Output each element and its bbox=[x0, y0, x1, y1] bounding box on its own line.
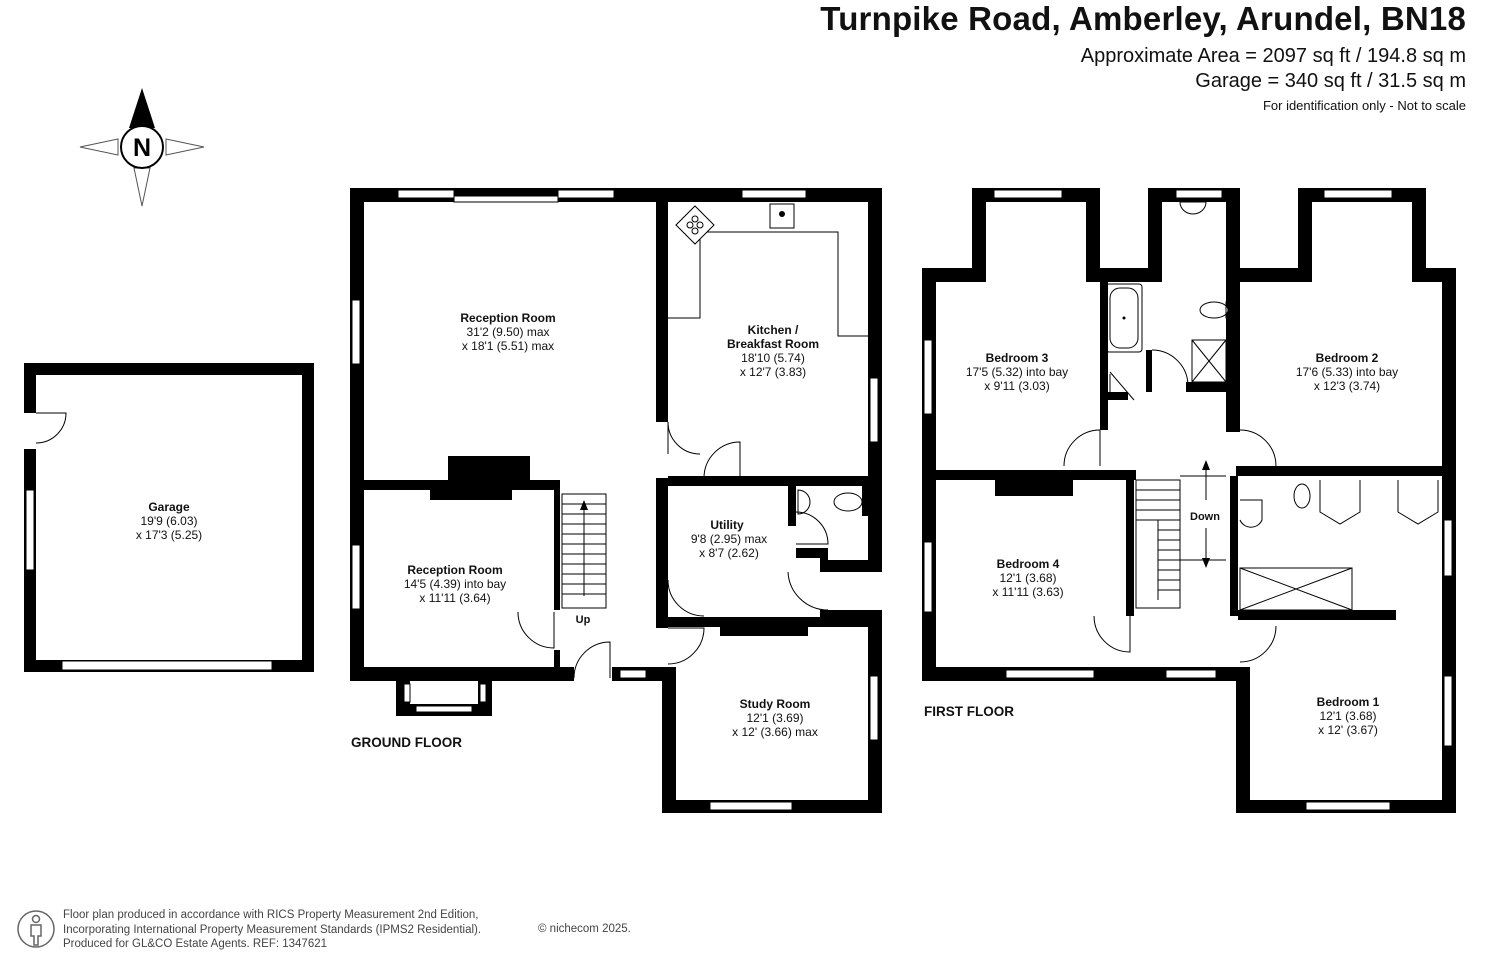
reception-room-small-dim-2: x 11'11 (3.64) bbox=[419, 591, 490, 605]
study-room-name: Study Room bbox=[740, 697, 811, 711]
garage-dim-2: x 17'3 (5.25) bbox=[136, 528, 202, 542]
stairs-up-label: Up bbox=[576, 614, 591, 626]
reception-room-small-dim-1: 14'5 (4.39) into bay bbox=[404, 577, 506, 591]
bedroom-2-dim-1: 17'6 (5.33) into bay bbox=[1296, 365, 1398, 379]
utility-name: Utility bbox=[710, 518, 744, 532]
ground-floor-fixtures bbox=[517, 203, 868, 679]
scale-note: For identification only - Not to scale bbox=[1262, 98, 1466, 113]
ground-floor-windows bbox=[351, 189, 879, 811]
property-address-title: Turnpike Road, Amberley, Arundel, BN18 bbox=[820, 0, 1466, 37]
first-floor-windows bbox=[923, 189, 1453, 811]
first-floor-label: FIRST FLOOR bbox=[924, 704, 1014, 719]
utility-dim-1: 9'8 (2.95) max bbox=[691, 532, 767, 546]
garage-area: Garage = 340 sq ft / 31.5 sq m bbox=[1195, 70, 1466, 92]
ground-floor-label: GROUND FLOOR bbox=[351, 735, 462, 750]
kitchen-dim-2: x 12'7 (3.83) bbox=[740, 365, 806, 379]
bedroom-2-name: Bedroom 2 bbox=[1316, 351, 1379, 365]
first-floor-fixtures bbox=[1063, 201, 1439, 663]
kitchen-name-1: Kitchen / bbox=[748, 323, 799, 337]
bedroom-4-name: Bedroom 4 bbox=[997, 557, 1060, 571]
study-room-dim-2: x 12' (3.66) max bbox=[732, 725, 818, 739]
kitchen-name-2: Breakfast Room bbox=[727, 337, 819, 351]
reception-room-large-dim-2: x 18'1 (5.51) max bbox=[462, 339, 554, 353]
bedroom-4-dim-1: 12'1 (3.68) bbox=[1000, 571, 1057, 585]
study-room-dim-1: 12'1 (3.69) bbox=[747, 711, 804, 725]
footer-line-3: Produced for GL&CO Estate Agents. REF: 1… bbox=[63, 938, 328, 950]
bedroom-1-name: Bedroom 1 bbox=[1317, 695, 1380, 709]
approximate-area: Approximate Area = 2097 sq ft / 194.8 sq… bbox=[1080, 45, 1466, 67]
bedroom-4-dim-2: x 11'11 (3.63) bbox=[992, 585, 1063, 599]
north-compass-icon: N bbox=[79, 88, 205, 207]
bedroom-2-dim-2: x 12'3 (3.74) bbox=[1314, 379, 1380, 393]
reception-room-large-dim-1: 31'2 (9.50) max bbox=[467, 325, 550, 339]
reception-room-large-name: Reception Room bbox=[460, 311, 555, 325]
garage-name: Garage bbox=[148, 500, 190, 514]
bedroom-3-dim-1: 17'5 (5.32) into bay bbox=[966, 365, 1068, 379]
footer-disclaimer: Floor plan produced in accordance with R… bbox=[63, 908, 481, 952]
garage-dim-1: 19'9 (6.03) bbox=[141, 514, 198, 528]
stairs-down-label: Down bbox=[1190, 511, 1220, 523]
kitchen-dim-1: 18'10 (5.74) bbox=[741, 351, 805, 365]
bedroom-1-dim-2: x 12' (3.67) bbox=[1318, 723, 1378, 737]
garage-plan bbox=[24, 363, 314, 672]
reception-room-small-name: Reception Room bbox=[407, 563, 502, 577]
copyright-notice: © nichecom 2025. bbox=[538, 923, 631, 935]
footer-line-2: Incorporating International Property Mea… bbox=[63, 923, 482, 936]
bedroom-1-dim-1: 12'1 (3.68) bbox=[1320, 709, 1377, 723]
bedroom-3-dim-2: x 9'11 (3.03) bbox=[984, 379, 1049, 393]
utility-dim-2: x 8'7 (2.62) bbox=[699, 546, 759, 560]
bedroom-3-name: Bedroom 3 bbox=[986, 351, 1049, 365]
compass-north-label: N bbox=[133, 134, 151, 162]
person-figure-icon bbox=[17, 910, 55, 948]
footer-line-1: Floor plan produced in accordance with R… bbox=[63, 909, 479, 921]
